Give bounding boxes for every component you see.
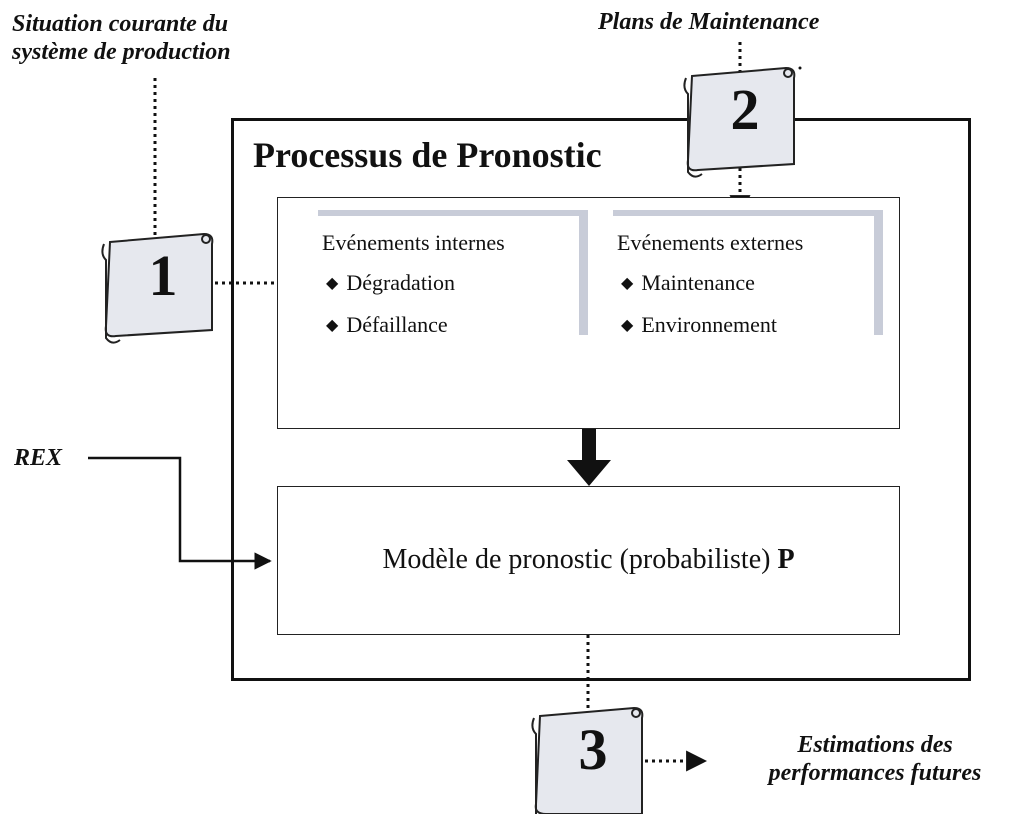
- process-frame: [231, 118, 971, 681]
- scroll-3: 3: [526, 700, 648, 815]
- model-box: Modèle de pronostic (probabiliste) P: [277, 486, 900, 635]
- external-events-title: Evénements externes: [617, 230, 804, 255]
- scroll-1: 1: [96, 226, 218, 348]
- estimations-label: Estimations des performances futures: [735, 731, 1015, 787]
- situation-label: Situation courante du système de product…: [12, 10, 231, 66]
- scroll-number: 2: [730, 77, 760, 142]
- process-title: Processus de Pronostic: [253, 135, 602, 175]
- external-event-label: Maintenance: [641, 270, 755, 295]
- internal-event-label: Défaillance: [346, 312, 448, 337]
- internal-event-item: ◆ Défaillance: [326, 312, 448, 338]
- model-symbol: P: [777, 544, 795, 575]
- big-arrow-head: [567, 460, 611, 486]
- external-events-panel: Evénements externes ◆ Maintenance ◆ Enviro…: [613, 210, 883, 338]
- big-arrow-shaft: [582, 429, 596, 462]
- internal-event-item: ◆ Dégradation: [326, 270, 455, 296]
- situation-label-line1: Situation courante du: [12, 11, 229, 37]
- diamond-bullet-icon: ◆: [326, 275, 339, 292]
- diamond-bullet-icon: ◆: [326, 317, 339, 334]
- diamond-bullet-icon: ◆: [621, 317, 634, 334]
- scroll-icon: [683, 66, 796, 178]
- scroll-number: 1: [148, 243, 178, 308]
- estimations-label-line1: Estimations des: [797, 732, 953, 758]
- plans-label: Plans de Maintenance: [598, 9, 820, 35]
- diamond-bullet-icon: ◆: [621, 275, 634, 292]
- rex-connector: [88, 456, 272, 570]
- scroll-icon: [101, 232, 214, 344]
- external-event-item: ◆ Maintenance: [621, 270, 755, 296]
- model-label: Modèle de pronostic (probabiliste) P: [278, 544, 899, 576]
- internal-event-label: Dégradation: [346, 270, 456, 295]
- rex-label: REX: [14, 445, 63, 471]
- estimations-label-line2: performances futures: [768, 760, 982, 786]
- scroll-number: 3: [578, 717, 608, 782]
- model-text: Modèle de pronostic (probabiliste): [382, 544, 771, 575]
- internal-events-title: Evénements internes: [322, 230, 505, 255]
- situation-label-line2: système de production: [12, 39, 231, 65]
- external-event-item: ◆ Environnement: [621, 312, 777, 338]
- internal-events-panel: Evénements internes ◆ Dégradation ◆ Défail…: [318, 210, 588, 338]
- scroll-2: 2: [678, 60, 800, 182]
- external-event-label: Environnement: [641, 312, 777, 337]
